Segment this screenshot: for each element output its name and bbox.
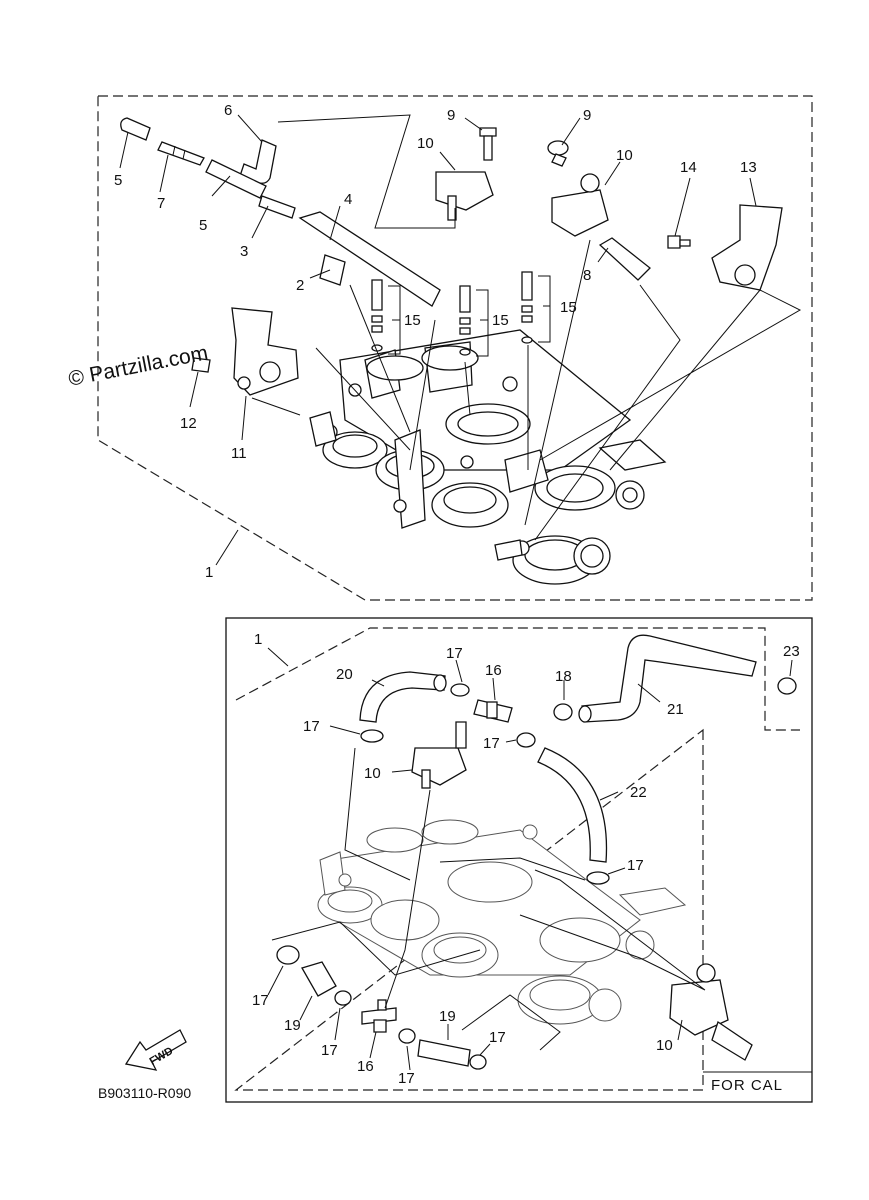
part-9-bolt-b [547, 140, 569, 167]
part-17-clamp-d [586, 871, 610, 885]
bottom-callouts: 1 10 10 16 16 17 17 17 17 17 17 17 17 18… [252, 631, 800, 1087]
callout-label: 17 [303, 718, 320, 735]
part-15-screw-set-a [371, 279, 383, 352]
top-assembly-dashed-boundary [97, 95, 813, 601]
callout-label: 23 [783, 643, 800, 660]
part-17-clamp-e [276, 945, 300, 965]
part-11-position-sensor [231, 307, 299, 396]
part-20-bent-hose [359, 671, 447, 723]
part-4-long-hose [298, 211, 441, 307]
callout-label: 11 [231, 445, 247, 462]
callout-label: 13 [740, 159, 757, 176]
part-3-joint [258, 195, 296, 219]
part-8-hose [598, 237, 651, 281]
callout-label: 17 [627, 857, 644, 874]
part-15-screw-set-b [459, 285, 471, 356]
part-10-sensor-bottom-left [411, 721, 467, 789]
callout-label: 10 [616, 147, 633, 164]
part-6-elbow-hose [239, 139, 277, 184]
top-callouts: 1 2 3 4 5 5 6 7 8 9 9 10 10 11 12 13 14 … [114, 102, 757, 581]
callout-label: 7 [157, 195, 165, 212]
bottom-leader-lines [267, 647, 793, 1071]
callout-label: 17 [321, 1042, 338, 1059]
diagram-code: B903110-R090 [98, 1085, 191, 1101]
callout-label: 9 [583, 107, 591, 124]
callout-label: 16 [357, 1058, 374, 1075]
part-15-screw-set-c [521, 271, 533, 344]
part-16-tee-joint [361, 999, 397, 1033]
partzilla-watermark: © Partzilla.com [67, 341, 210, 391]
callout-label: 19 [284, 1017, 301, 1034]
callout-label: 17 [398, 1070, 415, 1087]
part-19-short-hose-left [301, 961, 337, 997]
part-19-short-hose-right [417, 1039, 471, 1067]
callout-label: 10 [656, 1037, 673, 1054]
callout-label: 16 [485, 662, 502, 679]
callout-label: 17 [446, 645, 463, 662]
callout-label: 3 [240, 243, 248, 260]
callout-label: 10 [417, 135, 434, 152]
part-17-clamp-b [360, 729, 384, 743]
callout-label: 22 [630, 784, 647, 801]
part-21-long-hose [578, 634, 757, 723]
throttle-body-assembly-bottom [317, 819, 687, 1025]
part-10-sensor-top-left [435, 171, 494, 221]
callout-label: 1 [205, 564, 213, 581]
part-10-sensor-bottom-right [669, 963, 753, 1061]
callout-label: 15 [492, 312, 509, 329]
bottom-section-frame [225, 617, 813, 1103]
part-17-clamp-h [469, 1054, 487, 1070]
callout-label: 12 [180, 415, 197, 432]
part-17-clamp-f [334, 990, 352, 1006]
bottom-assembly-dashed-boundary [234, 627, 800, 1091]
part-18-clamp [553, 703, 573, 721]
part-23-clamp [777, 677, 797, 695]
callout-label: 15 [404, 312, 421, 329]
part-2-short-hose [319, 254, 346, 286]
part-16-joint-top [473, 699, 513, 723]
callout-label: 1 [254, 631, 262, 648]
callout-label: 17 [483, 735, 500, 752]
callout-label: 21 [667, 701, 684, 718]
top-leader-lines [119, 114, 802, 566]
for-cal-label: FOR CAL [711, 1077, 783, 1094]
part-12-screw [191, 357, 211, 373]
part-22-curved-hose [537, 747, 608, 863]
callout-label: 5 [199, 217, 207, 234]
part-9-bolt-a [479, 127, 497, 161]
callout-label: 9 [447, 107, 455, 124]
part-5-hose [205, 159, 267, 199]
callout-label: 6 [224, 102, 232, 119]
callout-label: 5 [114, 172, 122, 189]
part-10-sensor-top-right [551, 173, 609, 237]
part-17-clamp-g [398, 1028, 416, 1044]
part-7-fitting [157, 141, 205, 166]
callout-label: 8 [583, 267, 591, 284]
callout-label: 4 [344, 191, 352, 208]
callout-label: 14 [680, 159, 697, 176]
callout-label: 19 [439, 1008, 456, 1025]
callout-label: 15 [560, 299, 577, 316]
part-17-clamp-a [450, 683, 470, 697]
callout-label: 10 [364, 765, 381, 782]
callout-label: 2 [296, 277, 304, 294]
part-5-cap-left [120, 117, 151, 141]
fwd-arrow-icon: FWD [124, 1029, 187, 1071]
part-17-clamp-c [516, 732, 536, 748]
callout-label: 17 [252, 992, 269, 1009]
throttle-body-assembly-top [309, 329, 667, 585]
callout-label: 17 [489, 1029, 506, 1046]
callout-label: 20 [336, 666, 353, 683]
callout-label: 18 [555, 668, 572, 685]
part-13-position-sensor [711, 204, 783, 291]
part-14-bolt [667, 235, 691, 249]
